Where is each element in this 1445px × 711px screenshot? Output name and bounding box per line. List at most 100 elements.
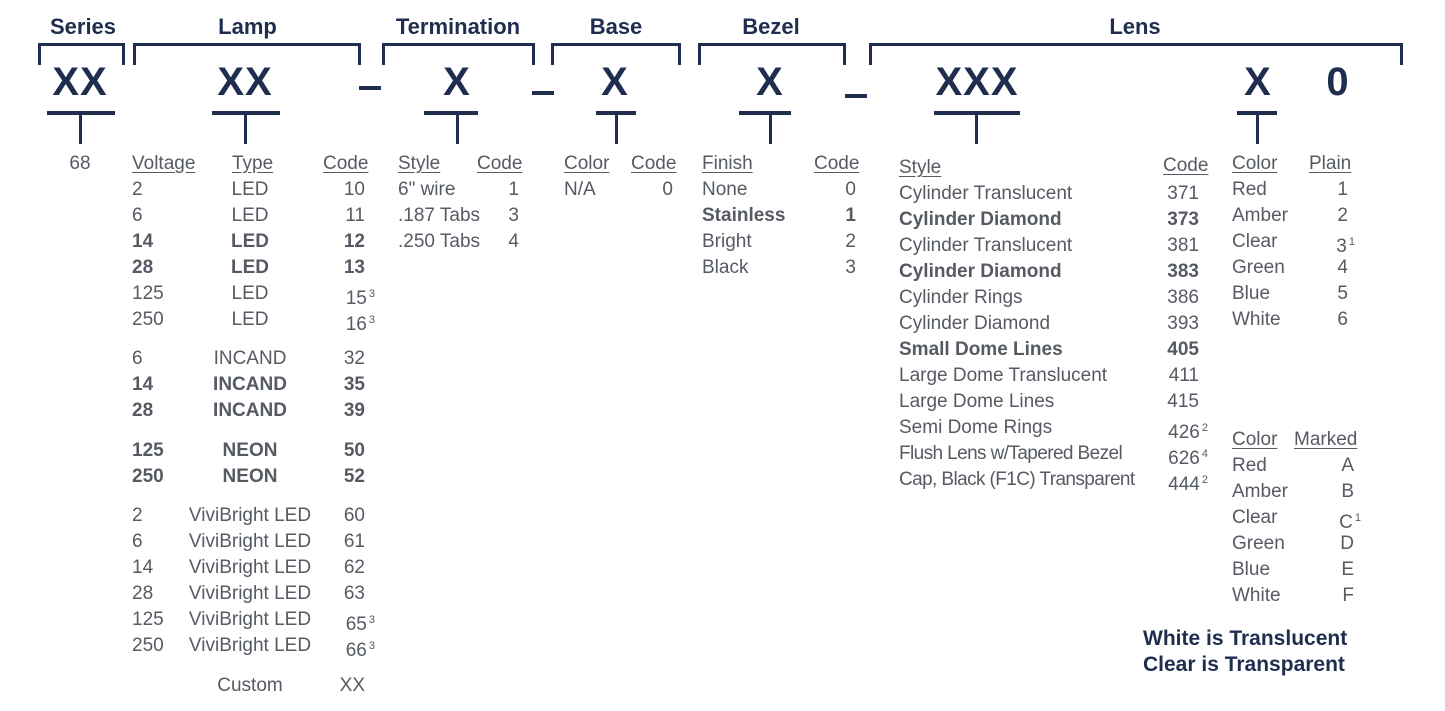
plain-code: 5: [1337, 283, 1348, 304]
bezel-connector: [739, 111, 791, 115]
lamp-voltage: 6: [132, 205, 143, 226]
termination-style: 6" wire: [398, 179, 456, 200]
lamp-type: LED: [231, 179, 269, 200]
lamp-type: LED: [231, 257, 269, 278]
base-bracket: [551, 43, 681, 65]
bezel-bracket: [698, 43, 846, 65]
lens-style: Cylinder Translucent: [899, 235, 1073, 256]
footnote-marker: 3: [368, 314, 375, 326]
lens-style: Large Dome Lines: [899, 391, 1055, 412]
lamp-code: 50: [343, 440, 365, 461]
termination-code-header: Code: [477, 153, 523, 174]
lens-color-connector: [1237, 111, 1277, 115]
marked-color-header: Color: [1232, 429, 1278, 450]
termination-style: .187 Tabs: [398, 205, 481, 226]
base-color-header: Color: [564, 153, 610, 174]
bezel-placeholder: X: [756, 60, 784, 104]
lamp-voltage-header: Voltage: [132, 153, 196, 174]
series-connector: [47, 111, 115, 115]
lamp-type: LED: [231, 231, 269, 252]
lamp-voltage: 2: [132, 179, 143, 200]
lens-code: 411: [1168, 365, 1199, 386]
lens-style: Small Dome Lines: [899, 339, 1063, 360]
marked-code: E: [1341, 559, 1354, 580]
lamp-voltage: 6: [132, 348, 143, 369]
lens-code-header: Code: [1163, 155, 1209, 176]
marked-code: F: [1342, 585, 1354, 606]
marked-color: Blue: [1232, 559, 1271, 580]
termination-bracket: [382, 43, 535, 65]
lamp-code: 13: [343, 257, 365, 278]
lens-style: Cylinder Diamond: [899, 209, 1062, 230]
lens-code: 373: [1167, 209, 1199, 230]
footnote-marker: 3: [368, 614, 375, 626]
lens-style-connector-stem: [975, 114, 978, 144]
lamp-voltage: 250: [132, 466, 164, 487]
lamp-type: ViviBright LED: [188, 583, 312, 604]
lamp-voltage: 250: [132, 635, 164, 656]
plain-code: 2: [1337, 205, 1348, 226]
lamp-type-header: Type: [232, 153, 274, 174]
lamp-code-header: Code: [323, 153, 369, 174]
lens-style-connector: [934, 111, 1020, 115]
marked-code: D: [1340, 533, 1354, 554]
lamp-code: 35: [343, 374, 365, 395]
footnote-marker: 3: [368, 640, 375, 652]
plain-color: Red: [1232, 179, 1267, 200]
termination-code: 1: [508, 179, 519, 200]
lens-style: Cap, Black (F1C) Transparent: [899, 469, 1135, 490]
lamp-type: ViviBright LED: [188, 557, 312, 578]
bezel-code-header: Code: [814, 153, 860, 174]
lamp-voltage: 28: [132, 257, 154, 278]
lens-style: Cylinder Translucent: [899, 183, 1073, 204]
plain-code: 1: [1337, 179, 1348, 200]
lamp-code: 10: [343, 179, 365, 200]
lens-style: Cylinder Rings: [899, 287, 1023, 308]
bezel-connector-stem: [769, 114, 772, 144]
lamp-code: 11: [345, 205, 365, 226]
separator-dash: [845, 94, 867, 98]
lamp-voltage: 28: [132, 400, 154, 421]
lens-style-header: Style: [899, 157, 942, 178]
plain-color: Blue: [1232, 283, 1271, 304]
bezel-code: 0: [845, 179, 856, 200]
lamp-voltage: 14: [132, 557, 154, 578]
series-connector-stem: [79, 114, 82, 144]
lamp-type: LED: [231, 309, 269, 330]
lamp-type: ViviBright LED: [188, 609, 312, 630]
marked-code-header: Marked: [1294, 429, 1358, 450]
termination-connector: [424, 111, 478, 115]
lamp-code: 12: [343, 231, 365, 252]
lamp-voltage: 125: [132, 283, 164, 304]
bezel-finish: Black: [702, 257, 749, 278]
bezel-code: 1: [845, 205, 856, 226]
plain-color: Clear: [1232, 231, 1278, 252]
base-code: 0: [662, 179, 673, 200]
header-bezel: Bezel: [742, 14, 800, 39]
lamp-code: 62: [343, 557, 365, 578]
plain-code: 4: [1337, 257, 1348, 278]
bezel-finish: None: [702, 179, 748, 200]
lamp-voltage: 6: [132, 531, 143, 552]
plain-color: White: [1232, 309, 1281, 330]
footnote-marker: 3: [368, 288, 375, 300]
lens-code: 405: [1167, 339, 1199, 360]
separator-dash: [359, 86, 381, 90]
base-placeholder: X: [601, 60, 629, 104]
marked-color: Clear: [1232, 507, 1278, 528]
series-bracket: [38, 43, 125, 65]
lens-style: Large Dome Translucent: [899, 365, 1108, 386]
plain-code-header: Plain: [1309, 153, 1352, 174]
lamp-bracket: [133, 43, 361, 65]
footnote-marker: 4: [1201, 448, 1208, 460]
lamp-code: 60: [343, 505, 365, 526]
lamp-type: ViviBright LED: [188, 635, 312, 656]
lamp-placeholder: XX: [217, 60, 273, 104]
lamp-code: 32: [343, 348, 365, 369]
